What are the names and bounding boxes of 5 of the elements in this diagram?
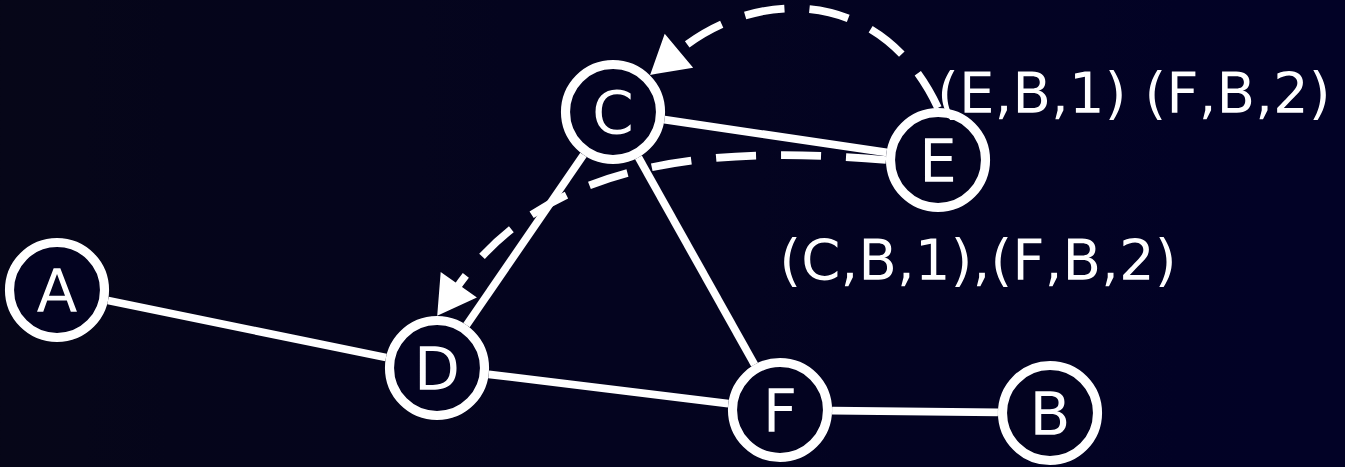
edge-line <box>635 155 758 367</box>
edge-line <box>107 296 387 362</box>
edge-line <box>663 115 888 157</box>
message-label: (C,B,1),(F,B,2) <box>784 236 1172 287</box>
edge-line <box>463 152 587 328</box>
